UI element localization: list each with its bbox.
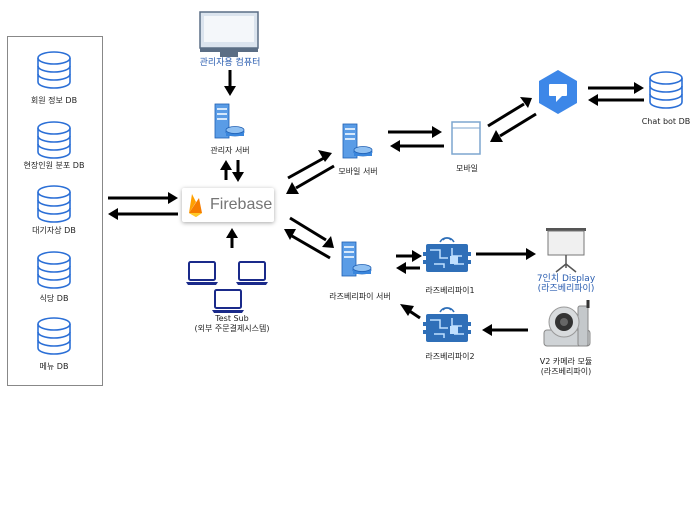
member-db-label: 회원 정보 DB [30,96,78,105]
crowd-distribution-db-label: 현장인원 분포 DB [23,161,85,170]
firebase-node: Firebase [182,188,274,222]
waiting-db-label: 대기자상 DB [32,226,76,235]
desktop-computer-icon [199,11,259,57]
menu-db-icon [37,317,71,355]
rpi-server-icon [341,241,372,277]
firebase-label: Firebase [210,196,273,213]
firebase-flame-icon [189,194,202,217]
display-label: 7인치 Display [536,274,596,284]
member-db-icon [37,51,71,89]
admin-server-label: 관리자 서버 [210,146,250,155]
raspberry-pi-2-icon [422,307,472,343]
rpi2-label: 라즈베리파이2 [425,352,475,361]
chatbot-db-icon [649,71,683,109]
menu-db-label: 메뉴 DB [39,362,69,371]
camera-label: V2 카메라 모듈 [539,357,593,366]
admin-pc-label: 관리자용 컴퓨터 [199,58,261,68]
waiting-db-icon [37,185,71,223]
arrows [108,70,644,336]
test-sub-label: Test Sub [215,314,249,323]
rpi-server-label: 라즈베리파이 서버 [329,292,391,301]
laptop-icon [235,261,269,286]
restaurant-db-label: 식당 DB [39,294,69,303]
camera-sublabel: (라즈베리파이) [540,367,592,376]
mobile-server-icon [342,123,373,159]
raspberry-pi-1-icon [422,237,472,273]
mobile-phone-icon [451,121,481,155]
dialogflow-icon [539,70,577,114]
projector-screen-icon [546,228,586,273]
chatbot-db-label: Chat bot DB [641,117,691,126]
mobile-server-label: 모바일 서버 [338,167,378,176]
rpi1-label: 라즈베리파이1 [425,286,475,295]
admin-server-icon [214,103,245,139]
laptop-icon [211,289,245,314]
restaurant-db-icon [37,251,71,289]
mobile-label: 모바일 [455,164,479,173]
test-sub-sublabel: (외부 주문결제시스템) [194,324,270,333]
crowd-distribution-db-icon [37,121,71,159]
display-sublabel: (라즈베리파이) [537,284,595,294]
camera-icon [543,300,591,347]
laptop-icon [185,261,219,286]
